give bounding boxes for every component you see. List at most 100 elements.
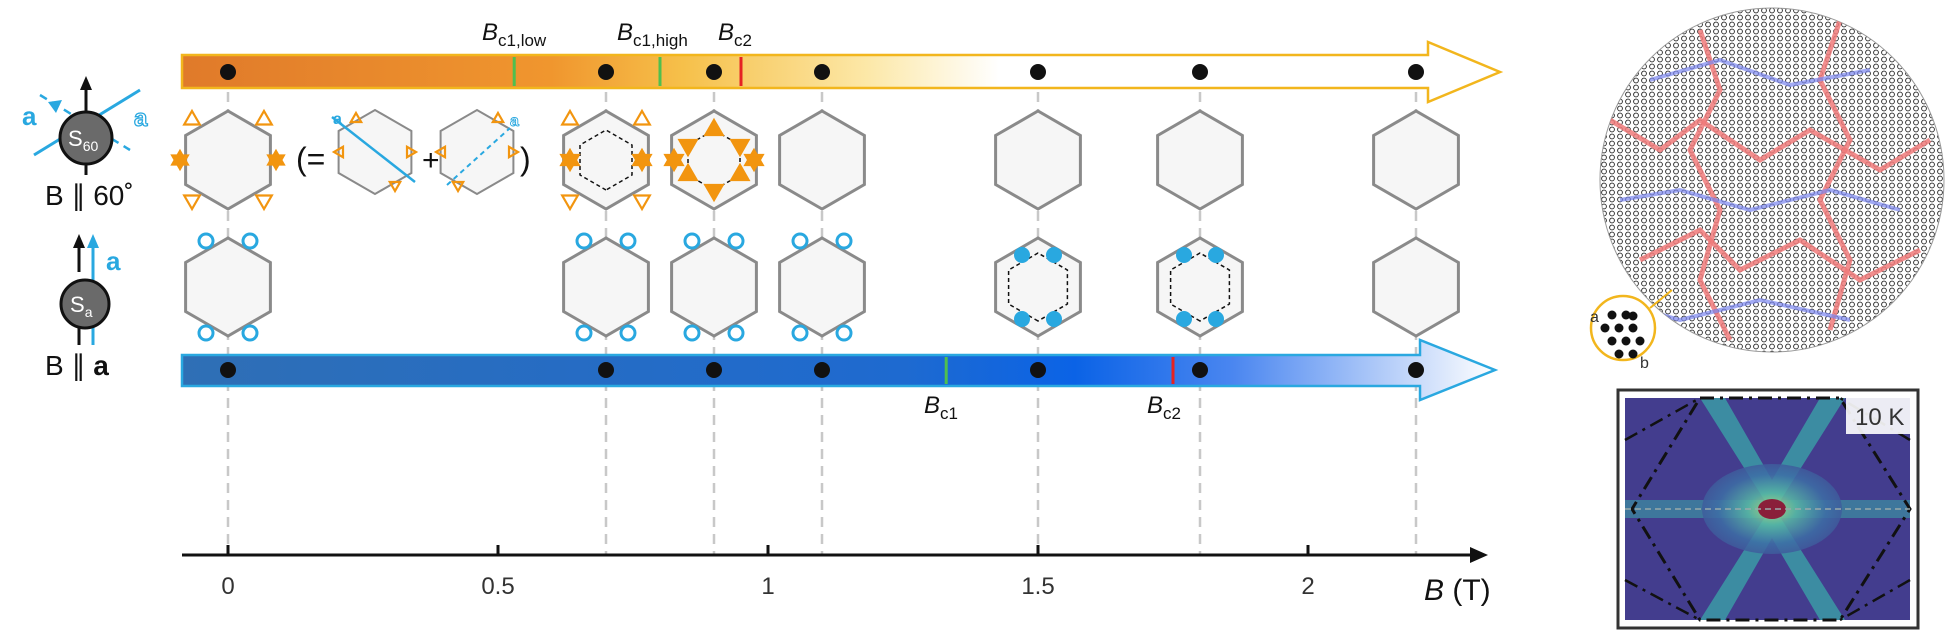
- domain-decomposition: (= + ) a a: [296, 108, 531, 196]
- hex-panel-60deg: [994, 109, 1082, 211]
- peak-open: [241, 232, 259, 250]
- measurement-dot: [1192, 64, 1208, 80]
- hex-panel-a-axis: [184, 232, 272, 342]
- measurement-dot: [220, 64, 236, 80]
- hex-panel-a-axis: [994, 236, 1082, 338]
- measurement-dot: [814, 362, 830, 378]
- domain-a-label-1: a: [333, 111, 342, 128]
- peak-filled: [677, 138, 699, 158]
- axis-tick-label: 2: [1301, 573, 1314, 600]
- peak-filled: [1014, 311, 1030, 327]
- peak-filled: [1208, 311, 1224, 327]
- diffraction-panels-60deg: [170, 108, 1460, 212]
- peak-filled: [743, 153, 765, 173]
- peak-open: [835, 232, 853, 250]
- hex-panel-a-axis: [778, 232, 866, 342]
- peak-open: [632, 108, 652, 126]
- label-bc1-low: Bc1,low: [482, 19, 547, 50]
- equation-plus: +: [422, 144, 440, 177]
- peak-open: [835, 324, 853, 342]
- label-bc2-upper: Bc2: [718, 19, 752, 50]
- peak-open: [197, 232, 215, 250]
- hexagon-zone: [778, 109, 866, 211]
- hex-panel-60deg: [1372, 109, 1460, 211]
- peak-filled: [1046, 311, 1062, 327]
- peak-filled: [1046, 247, 1062, 263]
- label-bc1-lower: Bc1: [924, 392, 958, 423]
- lower-field-arrow: [180, 338, 1499, 402]
- equation-open: (=: [296, 141, 325, 177]
- lower-critical-markers: [944, 357, 1175, 384]
- peak-filled: [170, 154, 190, 172]
- axis-tick-label: 1.5: [1021, 573, 1054, 600]
- peak-open: [254, 108, 274, 126]
- peak-filled: [631, 153, 653, 173]
- diffuse-scattering-star: [1625, 398, 1910, 620]
- peak-open: [560, 194, 580, 212]
- lower-measured-dots: [220, 362, 1424, 378]
- legend-row-a-axis: a Sa B ∥ a: [45, 234, 121, 381]
- hexagon-zone: [1372, 236, 1460, 338]
- spin-label-60: S60: [68, 126, 98, 154]
- measurement-dot: [1192, 362, 1208, 378]
- peak-filled: [663, 153, 685, 173]
- axis-label: B (T): [1424, 574, 1491, 607]
- peak-filled: [1208, 247, 1224, 263]
- hex-panel-a-axis: [562, 232, 650, 342]
- peak-filled: [677, 162, 699, 182]
- peak-open: [683, 232, 701, 250]
- peak-open: [683, 324, 701, 342]
- inner-zone: [1007, 252, 1069, 322]
- temperature-label: 10 K: [1855, 404, 1904, 431]
- lower-field-bar: Bc1 Bc2: [180, 338, 1499, 423]
- upper-critical-markers: [512, 57, 743, 86]
- hexagon-zone: [670, 236, 758, 338]
- peak-open: [791, 232, 809, 250]
- diffraction-panels-a-axis: [184, 232, 1460, 342]
- hex-panel-60deg: [559, 108, 653, 212]
- hexagon-zone: [670, 109, 758, 211]
- peak-open: [560, 108, 580, 126]
- domain-a-label-2: a: [510, 113, 519, 130]
- hexagon-zone: [184, 236, 272, 338]
- hex-panel-60deg: [778, 109, 866, 211]
- measurement-dot: [706, 362, 722, 378]
- upper-field-arrow: [180, 40, 1504, 104]
- hexagon-zone: [1372, 109, 1460, 211]
- peak-open: [387, 180, 403, 194]
- hexagon-zone: [1156, 109, 1244, 211]
- peak-open: [575, 324, 593, 342]
- real-space-lattice-image: a b: [1589, 7, 1945, 372]
- lattice-zoom-atoms: [1600, 310, 1645, 359]
- label-bc2-lower: Bc2: [1147, 392, 1181, 423]
- hex-panel-60deg: [1156, 109, 1244, 211]
- axis-tick-label: 1: [761, 573, 774, 600]
- field-direction-a: B ∥ a: [45, 350, 109, 381]
- hexagon-zone: [994, 236, 1082, 338]
- axis-a-arrowhead: [48, 100, 62, 113]
- lattice-b-label: b: [1640, 355, 1649, 372]
- peak-open: [727, 324, 745, 342]
- peak-open: [632, 194, 652, 212]
- hex-panel-60deg: [663, 109, 765, 211]
- axis-a-ghost-label: a: [134, 105, 148, 132]
- hexagon-zone: [562, 109, 650, 211]
- axis-tick-label: 0: [221, 573, 234, 600]
- measurement-dot: [1408, 64, 1424, 80]
- peak-open: [619, 232, 637, 250]
- peak-open: [405, 144, 419, 160]
- hexagon-zone: [994, 109, 1082, 211]
- peak-filled: [266, 154, 286, 172]
- measurement-dot: [1030, 362, 1046, 378]
- hex-panel-a-axis: [1372, 236, 1460, 338]
- peak-open: [791, 324, 809, 342]
- domain-hexagon-2: [433, 108, 521, 196]
- spin-arrow-head: [80, 76, 92, 90]
- equation-close: ): [520, 141, 531, 177]
- hexagon-zone: [184, 109, 272, 211]
- measurement-dot: [598, 64, 614, 80]
- legend-row-60deg: a a S60 B ∥ 60˚: [22, 76, 149, 211]
- hex-panel-60deg: [170, 108, 286, 212]
